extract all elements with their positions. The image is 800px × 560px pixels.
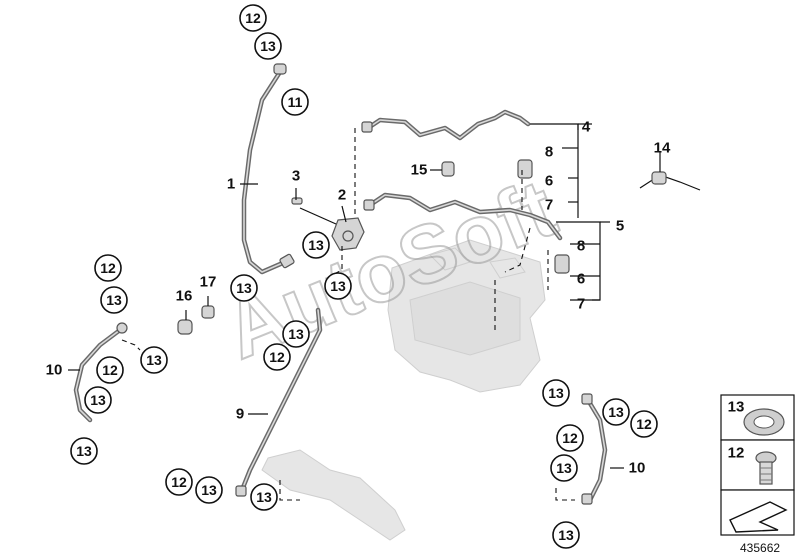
svg-text:13: 13	[558, 527, 574, 543]
label-16: 16	[176, 288, 193, 305]
label-7a: 7	[545, 197, 553, 214]
leader-lines	[68, 123, 661, 501]
svg-text:12: 12	[100, 260, 116, 276]
brake-line-4	[361, 109, 531, 141]
callout-12-right: 12	[630, 410, 658, 438]
svg-text:13: 13	[76, 443, 92, 459]
brake-hose-1	[241, 63, 295, 275]
callout-13-top: 13	[254, 32, 282, 60]
reference-number: 435662	[740, 541, 780, 555]
callout-12-left2: 12	[96, 356, 124, 384]
washer-icon	[743, 408, 785, 436]
sensor-part-14	[639, 171, 701, 191]
callout-13-bottom: 13	[195, 476, 223, 504]
svg-text:13: 13	[608, 404, 624, 420]
callout-13-bottom2: 13	[250, 483, 278, 511]
callout-12-bottom: 12	[165, 468, 193, 496]
callout-12-center: 12	[263, 343, 291, 371]
label-7b: 7	[577, 296, 585, 313]
svg-text:13: 13	[236, 280, 252, 296]
label-3: 3	[292, 168, 300, 185]
callouts: 12 13 11 13 13 13 13 12 12 13 13 12 13 1…	[70, 4, 658, 549]
callout-13-right: 13	[542, 379, 570, 407]
svg-text:13: 13	[330, 278, 346, 294]
svg-text:13: 13	[556, 460, 572, 476]
callout-13-part16: 13	[230, 274, 258, 302]
label-4: 4	[582, 119, 591, 136]
legend-label-12: 12	[728, 445, 745, 462]
callout-13-left4: 13	[70, 437, 98, 465]
callout-13-mid: 13	[302, 231, 330, 259]
svg-text:12: 12	[171, 474, 187, 490]
screw-part-3	[291, 197, 303, 205]
bolt-part-15	[441, 161, 455, 177]
brake-hose-10-left	[73, 322, 128, 423]
svg-text:12: 12	[245, 10, 261, 26]
callout-12-top: 12	[239, 4, 267, 32]
svg-text:13: 13	[256, 489, 272, 505]
label-8b: 8	[577, 238, 585, 255]
label-9: 9	[236, 406, 244, 423]
svg-text:13: 13	[308, 237, 324, 253]
arrow-icon	[729, 501, 788, 533]
svg-text:12: 12	[102, 362, 118, 378]
callout-11: 11	[281, 88, 309, 116]
svg-text:11: 11	[288, 94, 303, 110]
abs-unit-background	[387, 239, 546, 393]
svg-text:12: 12	[562, 430, 578, 446]
callout-13-center: 13	[324, 272, 352, 300]
fitting-8-upper	[517, 159, 533, 179]
callout-12-right2: 12	[556, 424, 584, 452]
distributor-part-2	[331, 217, 365, 251]
legend-label-13: 13	[728, 399, 745, 416]
brake-hose-10-right	[581, 393, 608, 505]
legend-panel: 13 12	[720, 394, 795, 536]
svg-text:13: 13	[288, 326, 304, 342]
callout-13-bottom-right: 13	[552, 521, 580, 549]
label-14: 14	[654, 140, 671, 157]
label-6a: 6	[545, 173, 553, 190]
callout-13-left2: 13	[140, 346, 168, 374]
label-17: 17	[200, 274, 217, 291]
callout-13-left3: 13	[84, 386, 112, 414]
label-10-left: 10	[46, 362, 63, 379]
bolt-part-17	[201, 305, 215, 319]
label-6b: 6	[577, 271, 585, 288]
label-1: 1	[227, 176, 235, 193]
label-5: 5	[616, 218, 624, 235]
callout-13-right3: 13	[550, 454, 578, 482]
callout-12-left: 12	[94, 254, 122, 282]
brake-hose-9	[235, 307, 323, 497]
fitting-8-lower	[554, 254, 570, 274]
label-15: 15	[411, 162, 428, 179]
grommet-part-16	[177, 319, 193, 335]
banjo-bolt-icon	[755, 451, 777, 485]
svg-text:13: 13	[260, 38, 276, 54]
svg-text:13: 13	[548, 385, 564, 401]
part-labels: 1 2 3 4 5 8 6 7 8 6 7 9 10 10 14 15 16 1…	[46, 119, 671, 477]
label-2: 2	[338, 187, 346, 204]
svg-text:13: 13	[146, 352, 162, 368]
svg-text:12: 12	[269, 349, 285, 365]
label-8a: 8	[545, 144, 553, 161]
svg-text:13: 13	[201, 482, 217, 498]
callout-13-center2: 13	[282, 320, 310, 348]
callout-13-right2: 13	[602, 398, 630, 426]
label-10-right: 10	[629, 460, 646, 477]
svg-text:13: 13	[106, 292, 122, 308]
bracket-background	[261, 449, 406, 541]
callout-13-left: 13	[100, 286, 128, 314]
brake-line-5	[363, 192, 563, 241]
svg-text:12: 12	[636, 416, 652, 432]
svg-text:13: 13	[90, 392, 106, 408]
